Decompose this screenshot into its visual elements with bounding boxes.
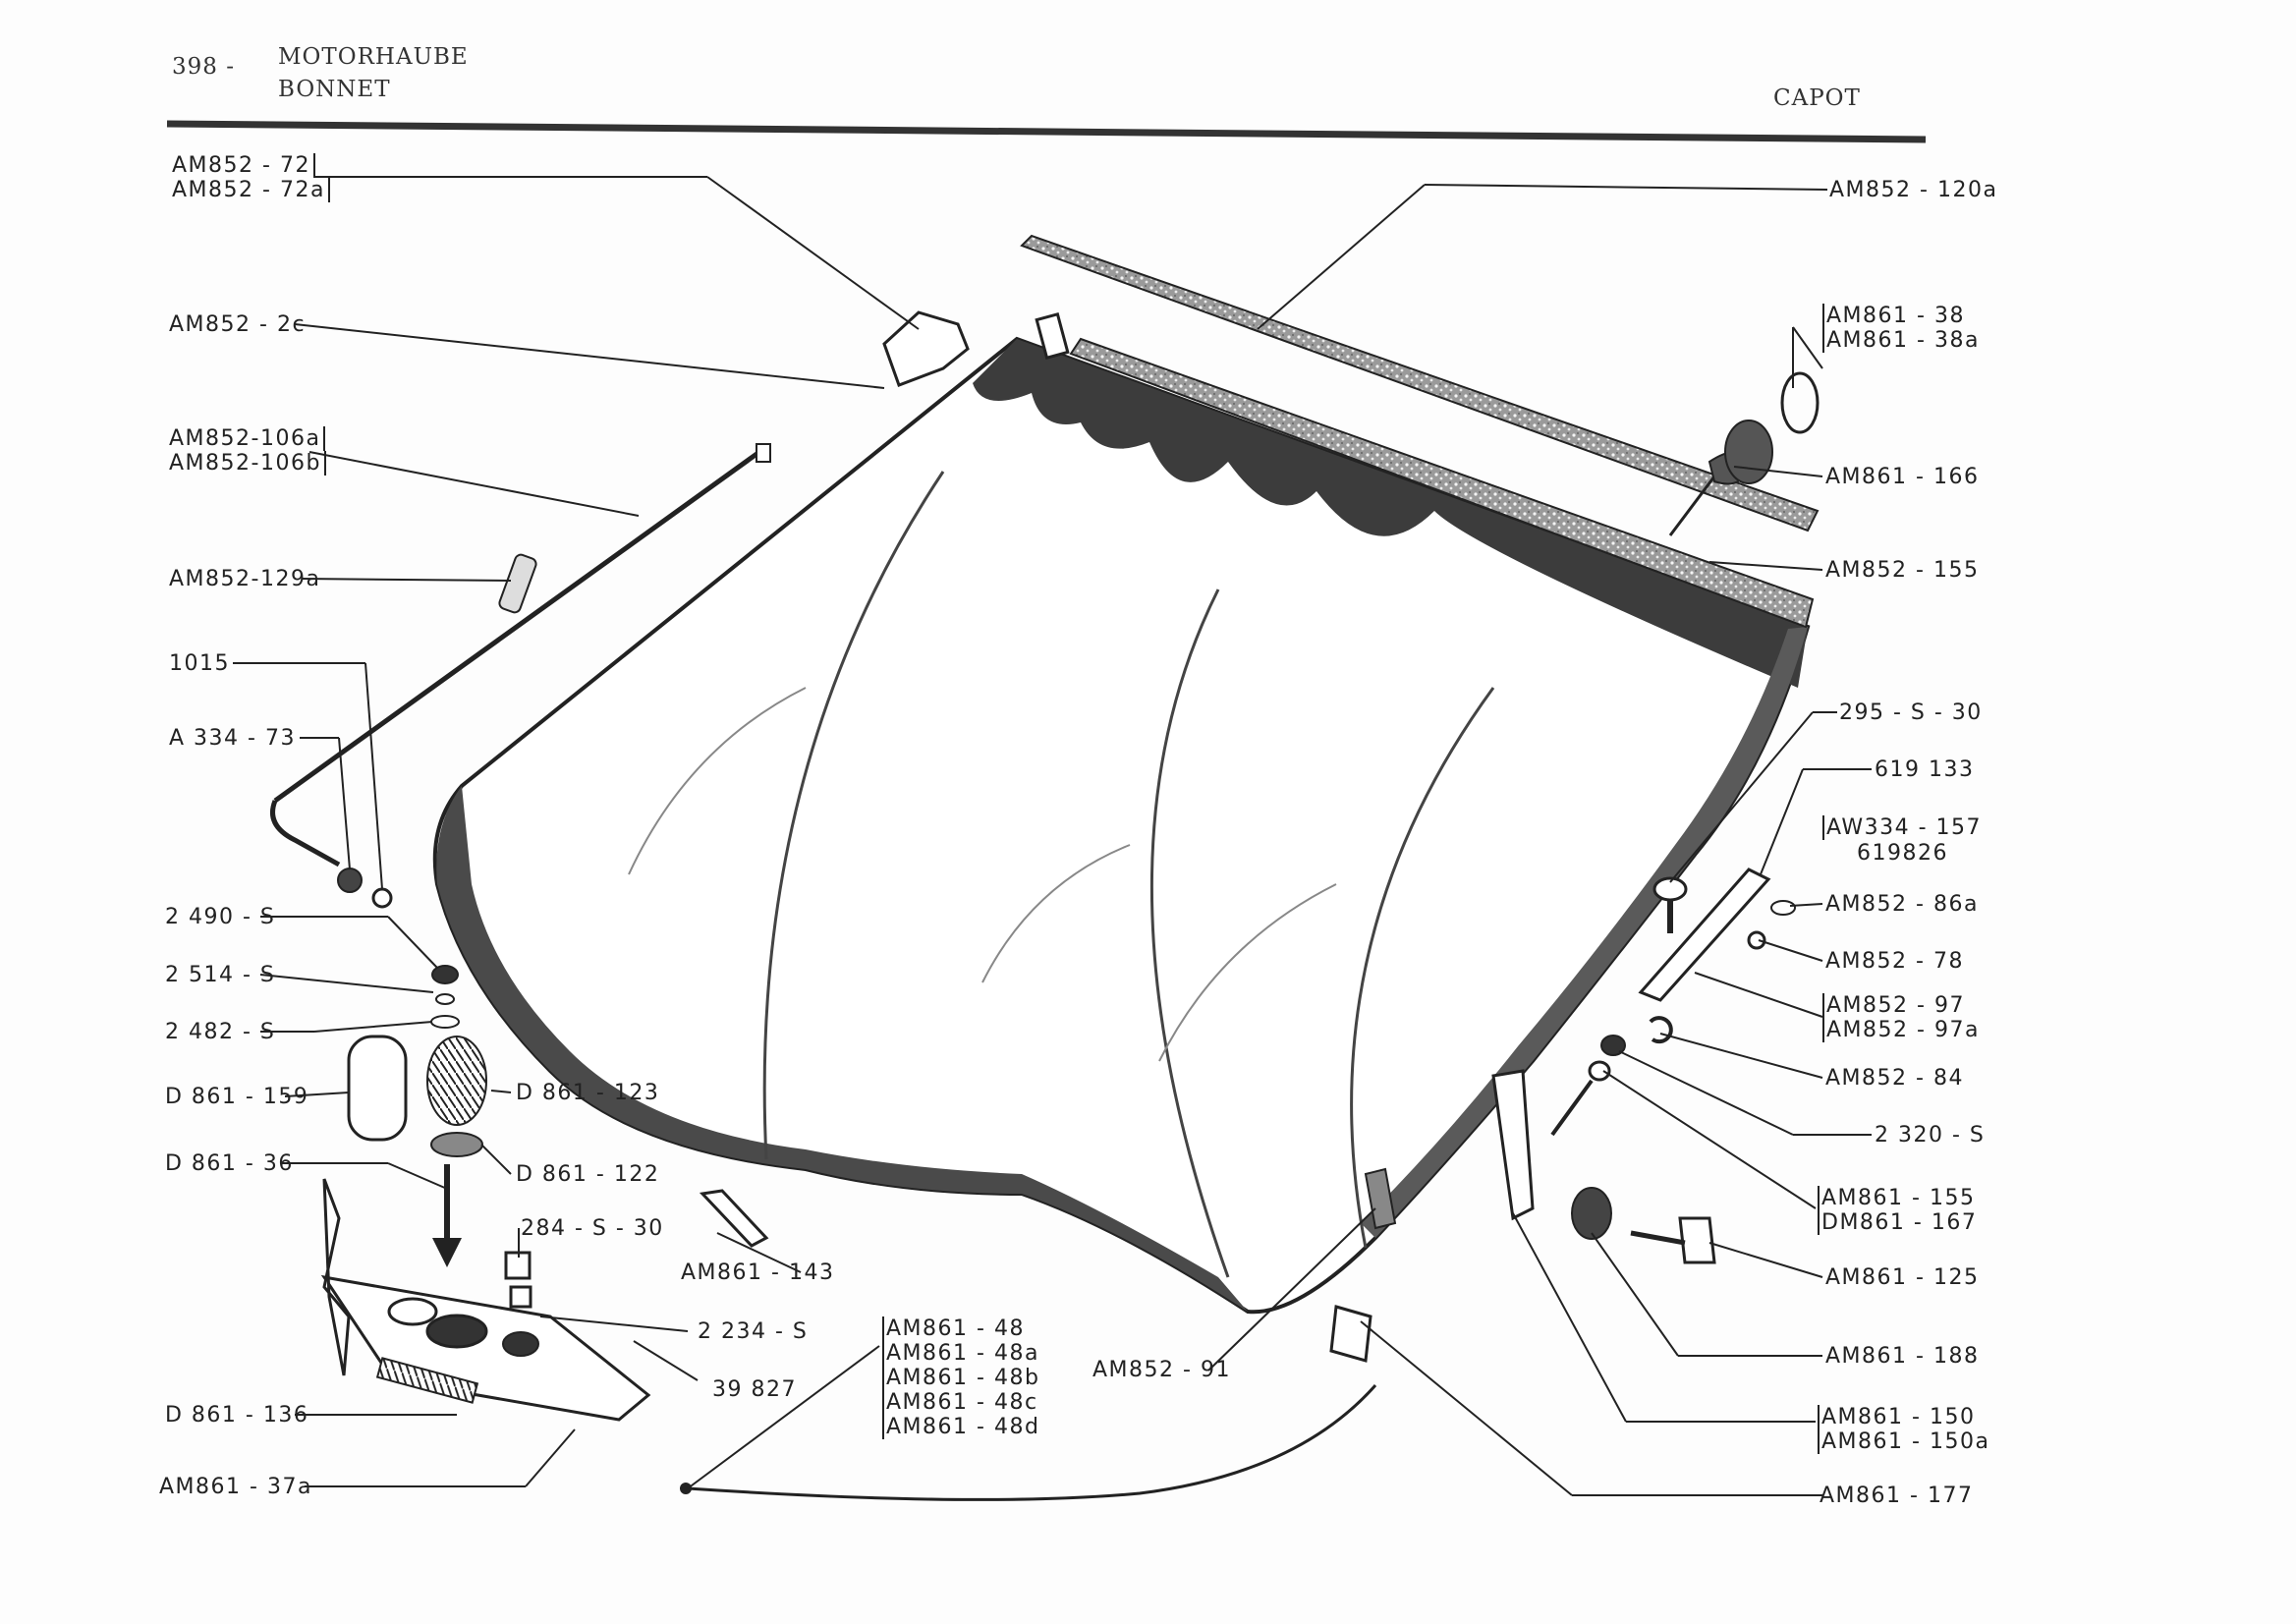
part-label: AM852 - 72a [172, 178, 330, 202]
part-label: AM852-106a [169, 426, 326, 451]
part-label: DM861 - 167 [1818, 1210, 1977, 1235]
part-label: D 861 - 159 [165, 1085, 309, 1109]
part-label: 619826 [1857, 841, 1948, 866]
leader-lines [233, 176, 1872, 1496]
part-label: AM861 - 48 [882, 1316, 1025, 1341]
part-label: AM861 - 125 [1825, 1265, 1980, 1290]
seal-strip [1020, 234, 1820, 629]
part-label: AM852 - 120a [1829, 178, 1998, 202]
part-label: AM852-106b [169, 451, 326, 476]
part-label: AM852 - 84 [1825, 1066, 1964, 1091]
part-label: 295 - S - 30 [1839, 700, 1983, 725]
bonnet-panel [432, 336, 1811, 1315]
part-label: AM861 - 48a [882, 1341, 1039, 1366]
part-label: D 861 - 123 [516, 1081, 660, 1105]
page-number: 398 - [172, 54, 235, 80]
part-label: AM861 - 150a [1818, 1429, 1989, 1454]
part-label: AM861 - 38 [1822, 304, 1965, 328]
part-label: AM852 - 72 [172, 153, 315, 178]
part-label: AM852-129a [169, 567, 321, 591]
part-label: AM861 - 150 [1818, 1405, 1975, 1429]
part-label: AM861 - 48d [882, 1415, 1039, 1439]
part-label: AW334 - 157 [1822, 815, 1982, 840]
part-label: AM852 - 78 [1825, 949, 1964, 974]
part-label: AM861 - 143 [681, 1260, 835, 1285]
part-label: D 861 - 36 [165, 1151, 294, 1176]
part-label: 2 514 - S [165, 963, 276, 987]
part-label: 284 - S - 30 [521, 1216, 664, 1241]
part-label: AM852 - 91 [1092, 1358, 1231, 1382]
part-label: 1015 [169, 651, 230, 676]
part-label: 619 133 [1875, 757, 1975, 782]
part-label: AM861 - 166 [1825, 465, 1980, 489]
part-label: AM852 - 2c [169, 312, 307, 337]
part-label: AM852 - 86a [1825, 892, 1979, 917]
part-label: AM861 - 48c [882, 1390, 1038, 1415]
part-label: AM852 - 97 [1822, 993, 1965, 1018]
part-label: AM861 - 177 [1820, 1484, 1974, 1508]
part-label: AM861 - 155 [1818, 1186, 1975, 1210]
part-label: 39 827 [712, 1377, 797, 1402]
part-label: AM861 - 38a [1822, 328, 1980, 353]
part-label: AM861 - 188 [1825, 1344, 1980, 1369]
release-cable [680, 1167, 1397, 1501]
part-label: 2 482 - S [165, 1020, 276, 1044]
part-label: D 861 - 122 [516, 1162, 660, 1187]
part-label: AM852 - 155 [1825, 558, 1980, 583]
part-label: AM861 - 48b [882, 1366, 1039, 1390]
title-german: MOTORHAUBE [278, 44, 469, 70]
part-label: A 334 - 73 [169, 726, 296, 751]
part-label: 2 320 - S [1875, 1123, 1986, 1148]
part-label: AM861 - 37a [159, 1475, 312, 1499]
part-label: 2 490 - S [165, 905, 276, 929]
hinge [882, 310, 1070, 387]
part-label: 2 234 - S [698, 1319, 809, 1344]
part-label: AM852 - 97a [1822, 1018, 1980, 1042]
title-english: BONNET [278, 77, 391, 102]
header-rule [166, 120, 1927, 143]
latch-plate [1491, 868, 1796, 1264]
title-french: CAPOT [1773, 85, 1861, 111]
part-label: D 861 - 136 [165, 1403, 309, 1428]
